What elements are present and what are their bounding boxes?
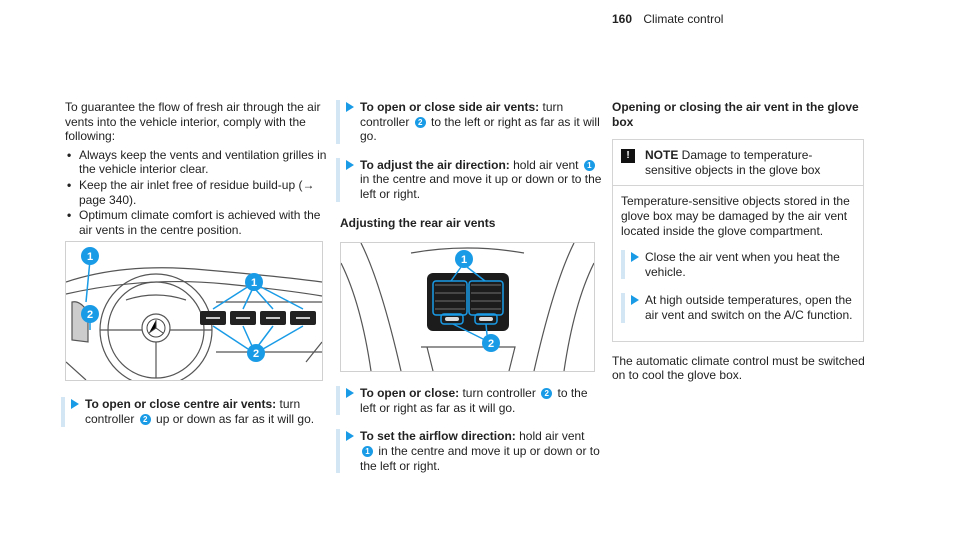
step-text: turn controller bbox=[459, 386, 540, 401]
step-text: turn controller bbox=[85, 397, 301, 426]
section-title: Climate control bbox=[643, 12, 724, 26]
instruction-step: Close the air vent when you heat the veh… bbox=[621, 250, 855, 280]
bullet-item: •Always keep the vents and ventilation g… bbox=[67, 147, 327, 177]
step-heading: To open or close side air vents: bbox=[360, 100, 540, 114]
note-header: ! NOTE Damage to temperature-sensitive o… bbox=[613, 140, 863, 187]
column-2: To open or close side air vents: turn co… bbox=[336, 100, 602, 487]
intro-text: To guarantee the flow of fresh air throu… bbox=[65, 100, 321, 144]
step-arrow-icon bbox=[346, 388, 354, 399]
column-3: Opening or closing the air vent in the g… bbox=[612, 100, 872, 387]
fig2-callout-1: 1 bbox=[461, 254, 467, 266]
step-heading: To set the airflow direction: bbox=[360, 429, 516, 444]
step-arrow-icon bbox=[346, 159, 354, 170]
bullet-text: Optimum climate comfort is achieved with… bbox=[79, 208, 321, 237]
bullet-text: Keep the air inlet free of residue build… bbox=[79, 177, 315, 207]
fig1-callout-2: 2 bbox=[253, 348, 259, 360]
fig2-callout-2: 2 bbox=[488, 338, 494, 350]
step-arrow-icon bbox=[346, 431, 354, 442]
note-box: ! NOTE Damage to temperature-sensitive o… bbox=[612, 139, 864, 342]
step-arrow-icon bbox=[346, 102, 354, 112]
bullet-text: Always keep the vents and ventilation gr… bbox=[79, 147, 327, 177]
bullet-item: •Keep the air inlet free of residue buil… bbox=[67, 177, 315, 207]
note-title: Damage to temperature-sensitive objects … bbox=[645, 148, 821, 177]
step-text: to the left or right as far as it will g… bbox=[360, 114, 600, 144]
instruction-step: To open or close centre air vents: turn … bbox=[61, 397, 333, 427]
step-text: hold air vent bbox=[509, 157, 582, 172]
instruction-step: At high outside temperatures, open the a… bbox=[621, 293, 855, 323]
dashboard-drawing: 1 2 1 2 bbox=[66, 247, 322, 381]
rear-vents-drawing: 1 2 bbox=[341, 243, 594, 372]
note-header-text: NOTE Damage to temperature-sensitive obj… bbox=[645, 148, 855, 177]
instruction-step: To adjust the air direction: hold air ve… bbox=[336, 157, 602, 202]
instruction-step: To open or close: turn controller 2 to t… bbox=[336, 386, 602, 416]
callout-badge: 2 bbox=[139, 413, 151, 425]
subsection-title: Adjusting the rear air vents bbox=[340, 215, 496, 230]
callout-badge: 2 bbox=[414, 116, 426, 128]
step-text: hold air vent bbox=[515, 429, 585, 444]
dashboard-vents-illustration: 1 2 1 2 bbox=[65, 241, 323, 382]
rear-vents-illustration: 1 2 bbox=[340, 242, 595, 373]
instruction-step: To set the airflow direction: hold air v… bbox=[336, 429, 602, 474]
step-heading: To open or close centre air vents: bbox=[85, 397, 277, 412]
closing-text: The automatic climate control must be sw… bbox=[612, 353, 865, 383]
step-arrow-icon bbox=[71, 399, 79, 410]
page-header: 160 Climate control bbox=[612, 12, 723, 32]
step-text: turn controller bbox=[360, 100, 564, 129]
step-text: in the centre and move it up or down or … bbox=[360, 443, 600, 473]
instruction-step: To open or close side air vents: turn co… bbox=[336, 100, 602, 144]
fig1-callout-1-left: 1 bbox=[87, 251, 93, 263]
callout-badge: 2 bbox=[541, 388, 553, 400]
fig1-callout-1: 1 bbox=[251, 277, 257, 289]
section-heading: Opening or closing the air vent in the g… bbox=[612, 100, 859, 129]
step-text: to the left or right as far as it will g… bbox=[360, 386, 588, 415]
step-heading: To open or close: bbox=[360, 386, 460, 401]
callout-badge: 1 bbox=[583, 159, 595, 171]
step-text: At high outside temperatures, open the a… bbox=[645, 293, 853, 322]
step-text: up or down as far as it will go. bbox=[152, 411, 315, 426]
step-arrow-icon bbox=[631, 252, 639, 263]
fig1-callout-2-left: 2 bbox=[87, 309, 93, 321]
note-label: NOTE bbox=[645, 148, 679, 163]
warning-icon: ! bbox=[621, 149, 635, 164]
step-text: in the centre and move it up or down or … bbox=[360, 172, 602, 201]
note-body-text: Temperature-sensitive objects stored in … bbox=[621, 194, 850, 238]
callout-badge: 1 bbox=[362, 445, 373, 457]
step-arrow-icon bbox=[631, 295, 639, 306]
step-heading: To adjust the air direction: bbox=[360, 157, 510, 172]
bullet-item: •Optimum climate comfort is achieved wit… bbox=[67, 208, 321, 237]
bullet-list: •Always keep the vents and ventilation g… bbox=[65, 148, 333, 238]
note-body: Temperature-sensitive objects stored in … bbox=[613, 186, 863, 340]
column-1: To guarantee the flow of fresh air throu… bbox=[61, 100, 333, 441]
page-number: 160 bbox=[612, 12, 633, 26]
step-text: Close the air vent when you heat the veh… bbox=[645, 250, 840, 279]
